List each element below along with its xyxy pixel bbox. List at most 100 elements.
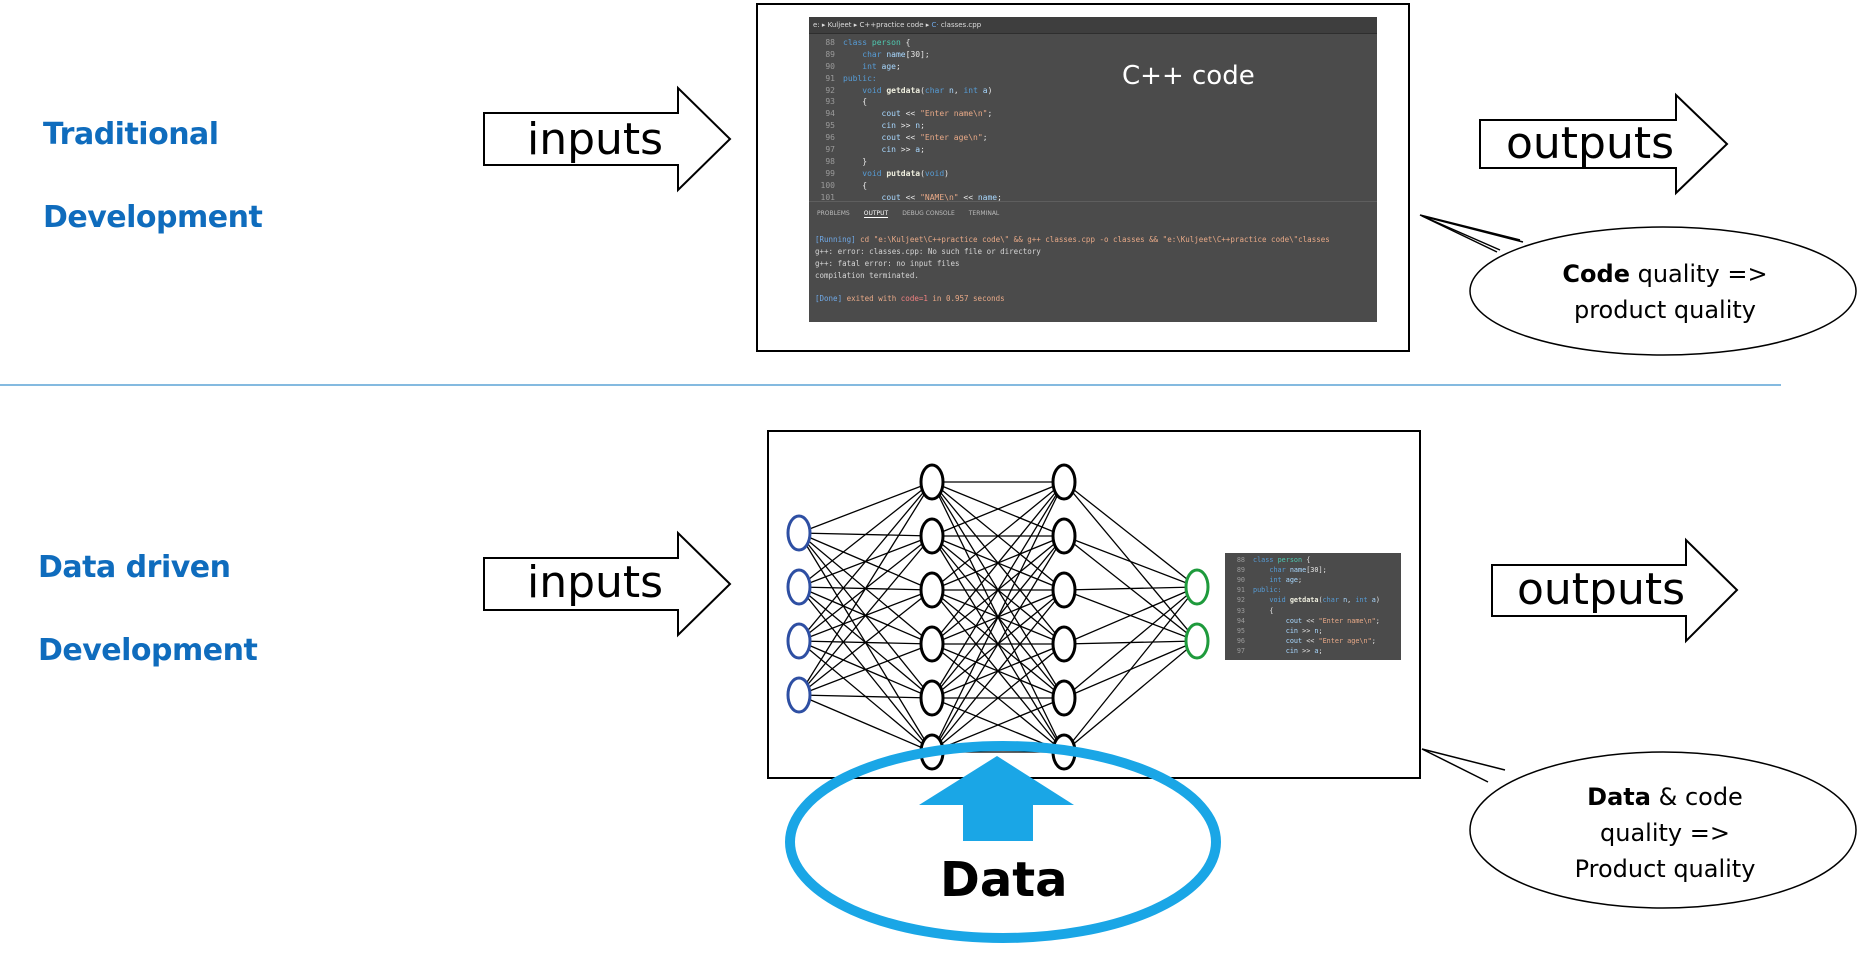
- outputs-label-bottom: outputs: [1517, 564, 1686, 615]
- code-token: cin: [1253, 626, 1299, 635]
- network-edge: [798, 643, 933, 696]
- code-token: char: [924, 85, 949, 95]
- network-edge: [1063, 586, 1198, 591]
- code-token: char: [1253, 566, 1290, 575]
- datadriven-heading-line1: Data driven: [38, 550, 231, 585]
- output-node: [1184, 568, 1210, 606]
- network-edge: [1063, 586, 1198, 753]
- code-token: getdata: [1289, 596, 1319, 605]
- datadriven-heading-line2: Development: [38, 633, 258, 668]
- output-line-done: [Done] exited with code=1 in 0.957 secon…: [815, 294, 1005, 304]
- input-node: [786, 676, 812, 714]
- panel-tab-problems[interactable]: PROBLEMS: [817, 210, 850, 217]
- code-token: int: [963, 85, 983, 95]
- code-token: <<: [1302, 616, 1319, 625]
- code-token: void: [1253, 596, 1290, 605]
- code-token: ;: [895, 61, 901, 71]
- code-token: ;: [1371, 636, 1376, 645]
- code-token: person: [871, 38, 901, 47]
- outputs-label-top: outputs: [1506, 118, 1675, 169]
- code-token: a: [982, 85, 988, 95]
- code-token: putdata: [886, 168, 921, 178]
- code-line: 97 cin >> a;: [1225, 646, 1401, 656]
- code-token: {: [843, 180, 868, 190]
- code-token: n: [949, 85, 954, 95]
- hidden-node: [919, 571, 945, 609]
- code-token: ;: [920, 121, 925, 131]
- code-token: void: [843, 85, 887, 95]
- code-token: n: [915, 121, 921, 131]
- network-edge: [1063, 586, 1198, 699]
- speech-bubble-bottom: [1469, 751, 1857, 909]
- network-edge: [931, 481, 1065, 591]
- code-token: {: [1302, 556, 1311, 564]
- line-number: 93: [825, 97, 835, 107]
- breadcrumb-file[interactable]: classes.cpp: [940, 21, 982, 29]
- panel-tab-output[interactable]: OUTPUT: [863, 210, 889, 218]
- code-line: 94 cout << "Enter name\n";: [809, 108, 1377, 120]
- bubble-top-text: Code quality => product quality: [1500, 256, 1830, 328]
- code-token: a: [1314, 646, 1319, 655]
- inputs-arrow-top: [483, 85, 732, 193]
- code-token: ;: [1318, 646, 1323, 655]
- network-edge: [931, 643, 1065, 753]
- hidden-node: [919, 517, 945, 555]
- speech-bubble-top: [1419, 214, 1521, 251]
- code-line: 101 cout << "NAME\n" << name;: [809, 192, 1377, 204]
- bubble-bottom-text: Data & code quality => Product quality: [1500, 779, 1830, 887]
- traditional-heading-line1: Traditional: [43, 117, 219, 152]
- code-token: a: [1371, 596, 1376, 605]
- outputs-arrow-bottom: [1491, 537, 1739, 644]
- code-token: >>: [895, 145, 916, 155]
- code-token: a: [915, 145, 921, 155]
- network-edge: [798, 481, 933, 642]
- breadcrumb-path[interactable]: e: ▸ Kuljeet ▸ C++practice code ▸: [813, 21, 932, 29]
- code-token: (: [1318, 596, 1323, 605]
- line-number: 88: [825, 38, 835, 47]
- inputs-arrow-bottom: [483, 530, 732, 638]
- bubble-bottom-line2: quality =>: [1600, 819, 1730, 847]
- line-number: 89: [825, 49, 835, 59]
- code-token: [30];: [905, 49, 930, 59]
- code-line: 95 cin >> n;: [809, 120, 1377, 132]
- code-line: 89 char name[30];: [809, 49, 1377, 61]
- code-token: ;: [982, 133, 988, 143]
- code-token: cout: [843, 109, 901, 119]
- code-token: >>: [895, 121, 916, 131]
- bubble-bottom-bold: Data: [1587, 783, 1651, 811]
- hidden-node: [1051, 679, 1077, 717]
- panel-tab-debug-console[interactable]: DEBUG CONSOLE: [902, 210, 955, 217]
- line-number: 91: [1236, 586, 1245, 595]
- network-edge: [931, 535, 1065, 753]
- network-edge: [931, 697, 1065, 753]
- network-edge: [931, 589, 1065, 753]
- data-label: Data: [940, 852, 1068, 908]
- network-edge: [931, 481, 1065, 699]
- code-token: ,: [953, 85, 964, 95]
- code-token: "Enter name\n": [1318, 616, 1376, 625]
- code-line: 90 int age;: [1225, 575, 1401, 585]
- panel-tab-terminal[interactable]: TERMINAL: [968, 210, 1000, 217]
- input-node: [786, 514, 812, 552]
- code-token: class: [843, 38, 872, 47]
- line-number: 89: [1236, 566, 1245, 575]
- bubble-bottom-rest: & code: [1650, 783, 1743, 811]
- line-number: 97: [1236, 646, 1245, 655]
- line-number: 96: [825, 133, 835, 143]
- line-number: 97: [825, 145, 835, 155]
- code-token: (: [920, 168, 925, 178]
- code-line: 94 cout << "Enter name\n";: [1225, 616, 1401, 626]
- output-line: g++: fatal error: no input files: [815, 258, 960, 268]
- hidden-node: [919, 463, 945, 501]
- code-line: 92 void getdata(char n, int a): [1225, 595, 1401, 605]
- code-token: void: [924, 168, 945, 178]
- line-number: 96: [1236, 636, 1245, 645]
- hidden-node: [1051, 571, 1077, 609]
- bubble-bottom-line3: Product quality: [1574, 855, 1756, 883]
- line-number: 90: [825, 61, 835, 71]
- output-line: compilation terminated.: [815, 270, 919, 280]
- code-token: name: [977, 192, 998, 202]
